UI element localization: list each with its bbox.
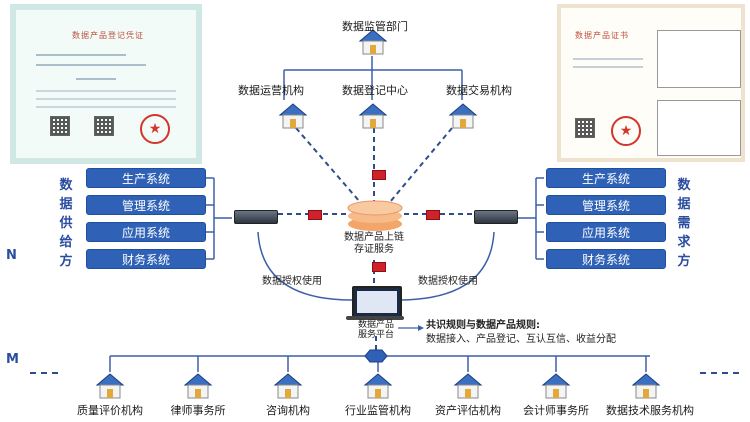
blockchain-storage-icon: [347, 200, 403, 231]
bottom-node-label: 数据技术服务机构: [606, 404, 694, 417]
house-icon: [448, 103, 478, 129]
authority-label: 数据监管部门: [342, 20, 408, 33]
message-icon: [426, 210, 440, 220]
demand-system-finance: 财务系统: [546, 249, 666, 269]
product-certificate-image: 数据产品证书 ★: [557, 4, 745, 162]
demand-system-management: 管理系统: [546, 195, 666, 215]
right-arc-label: 数据授权使用: [418, 276, 478, 287]
qr-code-icon: [50, 116, 70, 136]
rules-callout-title: 共识规则与数据产品规则:: [426, 320, 540, 331]
right-certificate-title: 数据产品证书: [575, 31, 629, 40]
platform-label: 数据产品服务平台: [357, 320, 394, 340]
demand-server-icon: [474, 210, 518, 224]
left-arc-label: 数据授权使用: [262, 276, 322, 287]
house-icon: [358, 29, 388, 55]
demand-system-application: 应用系统: [546, 222, 666, 242]
supply-server-icon: [234, 210, 278, 224]
bottom-node-label: 行业监管机构: [345, 404, 411, 417]
supply-side-label: 数据供给方: [59, 178, 73, 269]
marker-m: M: [6, 352, 19, 367]
bottom-node-label: 资产评估机构: [435, 404, 501, 417]
bottom-node-label: 会计师事务所: [523, 404, 589, 417]
house-icon: [541, 373, 571, 399]
supply-system-production: 生产系统: [86, 168, 206, 188]
house-icon: [95, 373, 125, 399]
house-icon: [363, 373, 393, 399]
qr-code-icon: [94, 116, 114, 136]
qr-code-icon: [575, 118, 595, 138]
registration-certificate-image: 数据产品登记凭证 ★: [10, 4, 202, 164]
house-icon: [273, 373, 303, 399]
house-icon: [278, 103, 308, 129]
left-certificate-title: 数据产品登记凭证: [72, 31, 144, 40]
house-icon: [453, 373, 483, 399]
bottom-node-label: 质量评价机构: [77, 404, 143, 417]
house-icon: [631, 373, 661, 399]
red-seal-icon: ★: [140, 114, 170, 144]
red-seal-icon: ★: [611, 116, 641, 146]
house-icon: [358, 103, 388, 129]
supply-system-application: 应用系统: [86, 222, 206, 242]
demand-system-production: 生产系统: [546, 168, 666, 188]
rules-callout-detail: 数据接入、产品登记、互认互信、收益分配: [426, 334, 616, 345]
demand-side-label: 数据需求方: [677, 178, 691, 269]
message-icon: [372, 262, 386, 272]
storage-label: 数据产品上链存证服务: [344, 232, 404, 255]
marker-n: N: [6, 248, 17, 263]
message-icon: [308, 210, 322, 220]
operation-label: 数据运营机构: [238, 84, 304, 97]
platform-laptop-icon: [352, 286, 402, 318]
house-icon: [183, 373, 213, 399]
bottom-node-label: 咨询机构: [266, 404, 310, 417]
exchange-label: 数据交易机构: [446, 84, 512, 97]
supply-system-finance: 财务系统: [86, 249, 206, 269]
registration-label: 数据登记中心: [342, 84, 408, 97]
message-icon: [372, 170, 386, 180]
supply-system-management: 管理系统: [86, 195, 206, 215]
bottom-node-label: 律师事务所: [170, 404, 226, 417]
